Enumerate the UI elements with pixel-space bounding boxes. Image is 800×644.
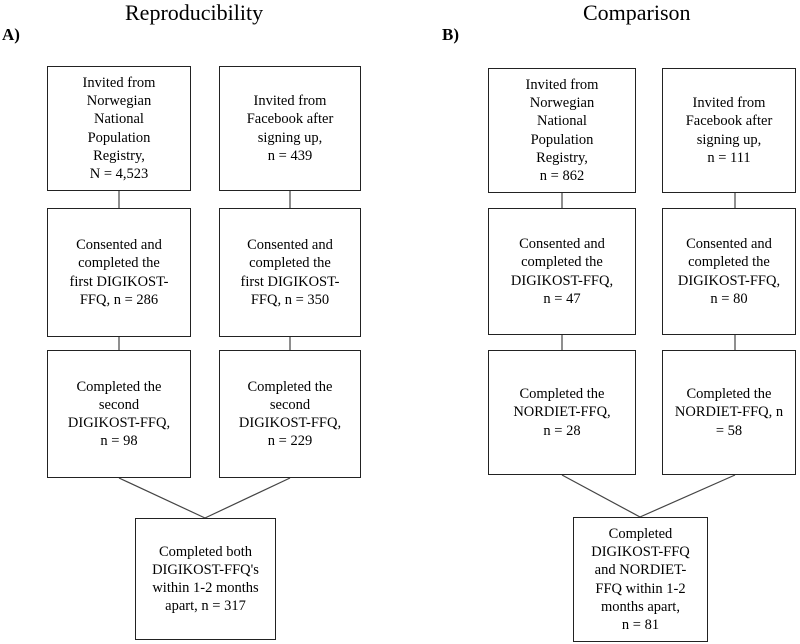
panel-b-label: B) — [442, 25, 459, 44]
box-b-consented-facebook: Consented and completed the DIGIKOST-FFQ… — [662, 208, 796, 335]
connector-b-facebook-merge — [639, 474, 736, 518]
box-a-invited-facebook: Invited from Facebook after signing up, … — [219, 66, 361, 191]
box-b-nordiet-facebook: Completed the NORDIET-FFQ, n = 58 — [662, 350, 796, 475]
panel-a-title: Reproducibility — [125, 0, 264, 25]
panel-b-title: Comparison — [583, 0, 691, 25]
connector-a-facebook-merge — [204, 477, 291, 519]
box-a-consented-facebook: Consented and completed the first DIGIKO… — [219, 208, 361, 337]
box-a-second-facebook: Completed the second DIGIKOST-FFQ, n = 2… — [219, 350, 361, 478]
panel-a-label: A) — [2, 25, 20, 44]
box-b-nordiet-registry: Completed the NORDIET-FFQ, n = 28 — [488, 350, 636, 475]
box-a-second-registry: Completed the second DIGIKOST-FFQ, n = 9… — [47, 350, 191, 478]
box-b-invited-facebook: Invited from Facebook after signing up, … — [662, 68, 796, 193]
connector-a-registry-merge — [118, 477, 206, 519]
connector-b-registry-merge — [561, 474, 641, 518]
box-b-completed-both: Completed DIGIKOST-FFQ and NORDIET- FFQ … — [573, 517, 708, 642]
box-a-invited-registry: Invited from Norwegian National Populati… — [47, 66, 191, 191]
box-b-invited-registry: Invited from Norwegian National Populati… — [488, 68, 636, 193]
box-b-consented-registry: Consented and completed the DIGIKOST-FFQ… — [488, 208, 636, 335]
box-a-consented-registry: Consented and completed the first DIGIKO… — [47, 208, 191, 337]
box-a-completed-both: Completed both DIGIKOST-FFQ's within 1-2… — [135, 518, 276, 640]
